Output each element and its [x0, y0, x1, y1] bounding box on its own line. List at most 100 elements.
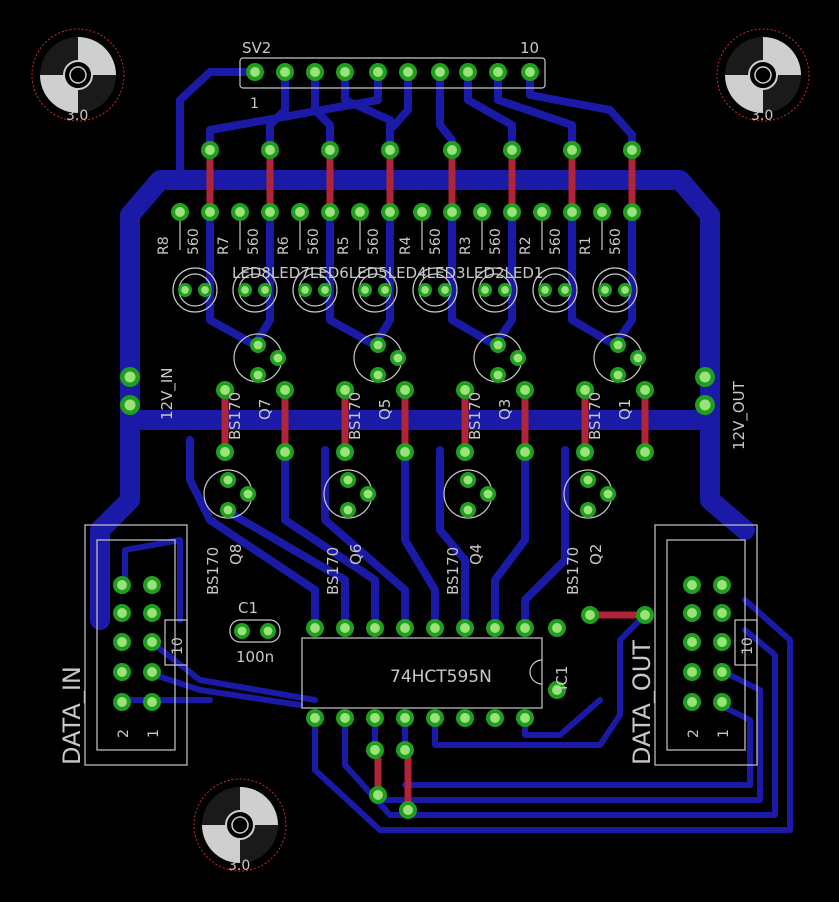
header-pin	[521, 63, 539, 81]
data-in-pin1-label: 1	[146, 729, 162, 738]
ic-pin	[516, 709, 534, 727]
ic-pin	[396, 709, 414, 727]
ic-pin	[486, 619, 504, 637]
transistor-lead-pad	[516, 381, 534, 399]
data-in-pin10-label: 10	[170, 637, 186, 655]
led-pad	[498, 283, 512, 297]
led-pad	[558, 283, 572, 297]
data-in-pin	[143, 693, 161, 711]
header-pin	[306, 63, 324, 81]
data-in-pin	[143, 576, 161, 594]
resistor-value-label: 560	[246, 228, 262, 255]
transistor-pad	[580, 502, 596, 518]
resistor-pad	[201, 141, 219, 159]
data-in-pin	[113, 633, 131, 651]
resistor-pad	[443, 141, 461, 159]
transistor-lead-pad	[636, 443, 654, 461]
transistor-pad	[490, 367, 506, 383]
led-pad	[258, 283, 272, 297]
transistor-pad	[250, 337, 266, 353]
capacitor-value-label: 100n	[236, 648, 274, 666]
resistor-pad	[413, 203, 431, 221]
data-out-pin10-label: 10	[740, 637, 756, 655]
resistor-pad	[261, 203, 279, 221]
led-pad	[538, 283, 552, 297]
transistor-pad	[340, 472, 356, 488]
led-pad	[618, 283, 632, 297]
transistor-lead-pad	[276, 381, 294, 399]
transistor-pad	[460, 502, 476, 518]
data-out-pin	[713, 576, 731, 594]
resistor-name-label: R4	[398, 236, 414, 255]
header-pin	[489, 63, 507, 81]
transistor-part-label: BS170	[204, 547, 222, 595]
resistor-pad	[261, 141, 279, 159]
led-outline	[472, 267, 518, 313]
resistor-value-label: 560	[366, 228, 382, 255]
transistor-lead-pad	[456, 381, 474, 399]
transistor-pad	[270, 350, 286, 366]
resistor-pad	[321, 203, 339, 221]
transistor-lead-pad	[456, 443, 474, 461]
transistor-pad	[250, 367, 266, 383]
transistor-pad	[390, 350, 406, 366]
power-in-pad	[120, 367, 140, 387]
transistor-part-label: BS170	[466, 392, 484, 440]
capacitor-name-label: C1	[238, 599, 258, 617]
led-outline	[172, 267, 218, 313]
transistor-pad	[610, 367, 626, 383]
transistor-lead-pad	[576, 443, 594, 461]
ic-pin	[486, 709, 504, 727]
c1-outline	[229, 619, 281, 643]
ic-name-label: IC1	[553, 666, 571, 690]
header-sv2-outline	[239, 57, 546, 89]
transistor-pad	[370, 337, 386, 353]
copper-traces	[90, 68, 793, 833]
jumper-pad	[396, 741, 414, 759]
resistor-pad	[201, 203, 219, 221]
led-pad	[378, 283, 392, 297]
resistor-pad	[563, 141, 581, 159]
jumper-pad	[399, 801, 417, 819]
ic-pin	[396, 619, 414, 637]
resistor-pad	[381, 141, 399, 159]
mounting-hole-1-label: 3.0	[66, 108, 88, 124]
data-in-pin	[113, 663, 131, 681]
resistor-pad	[443, 203, 461, 221]
ic-pin	[366, 619, 384, 637]
resistor-pad	[593, 203, 611, 221]
ic-pin	[336, 709, 354, 727]
mounting-hole-2-label: 3.0	[751, 108, 773, 124]
transistor-pad	[580, 472, 596, 488]
resistor-pad	[381, 203, 399, 221]
resistor-value-label: 560	[186, 228, 202, 255]
transistor-lead-pad	[216, 443, 234, 461]
transistor-pad	[480, 486, 496, 502]
transistor-name-label: Q4	[467, 544, 485, 565]
power-in-pad	[120, 395, 140, 415]
resistor-pad	[533, 203, 551, 221]
data-out-key	[734, 619, 758, 666]
ic-pin	[456, 619, 474, 637]
resistor-value-label: 560	[428, 228, 444, 255]
transistor-name-label: Q7	[256, 399, 274, 420]
led-outline	[532, 267, 578, 313]
data-in-pin	[143, 663, 161, 681]
data-out-pin	[683, 604, 701, 622]
resistor-outlines	[179, 220, 603, 250]
transistor-lead-pad	[216, 381, 234, 399]
data-out-pin1-label: 1	[716, 729, 732, 738]
led-pad	[198, 283, 212, 297]
power-out-pad	[695, 395, 715, 415]
jumper-pad	[581, 606, 599, 624]
transistor-part-label: BS170	[564, 547, 582, 595]
resistor-name-label: R3	[458, 236, 474, 255]
resistor-value-label: 560	[306, 228, 322, 255]
ic-extra-pad	[548, 681, 566, 699]
resistor-name-label: R7	[216, 236, 232, 255]
transistor-lead-pad	[396, 381, 414, 399]
ic-pin	[456, 709, 474, 727]
mounting-hole-bottom-left: 3.0	[193, 778, 287, 874]
resistor-value-label: 560	[608, 228, 624, 255]
